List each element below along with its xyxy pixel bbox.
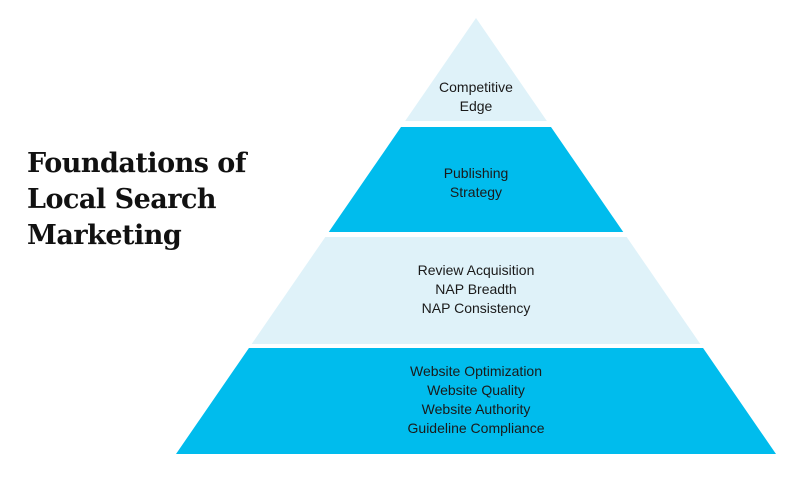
tier-1-label: Competitive Edge — [376, 78, 576, 116]
tier-1-line: Competitive — [439, 79, 513, 95]
tier-4-shape — [176, 348, 776, 454]
title-line: Foundations of — [27, 148, 246, 179]
tier-4-line: Website Optimization — [409, 363, 542, 379]
tier-2-shape — [328, 127, 624, 232]
tier-4-label: Website Optimization Website Quality Web… — [326, 362, 626, 438]
title-line: Marketing — [27, 220, 182, 251]
tier-3-shape — [251, 237, 701, 344]
tier-2-line: Strategy — [449, 184, 503, 200]
title-line: Local Search — [27, 184, 217, 215]
tier-2-label: Publishing Strategy — [376, 164, 576, 202]
tier-3-line: NAP Consistency — [421, 300, 531, 316]
diagram-title: Foundations of Local Search Marketing — [27, 146, 246, 254]
tier-1-shape — [405, 18, 547, 121]
tier-3-line: Review Acquisition — [417, 262, 535, 278]
tier-2-line: Publishing — [443, 165, 509, 181]
tier-1-line: Edge — [459, 98, 493, 114]
tier-4-line: Website Quality — [427, 382, 525, 398]
tier-3-line: NAP Breadth — [435, 281, 517, 297]
tier-4-line: Guideline Compliance — [407, 420, 545, 436]
tier-3-label: Review Acquisition NAP Breadth NAP Consi… — [326, 261, 626, 318]
tier-4-line: Website Authority — [421, 401, 531, 417]
